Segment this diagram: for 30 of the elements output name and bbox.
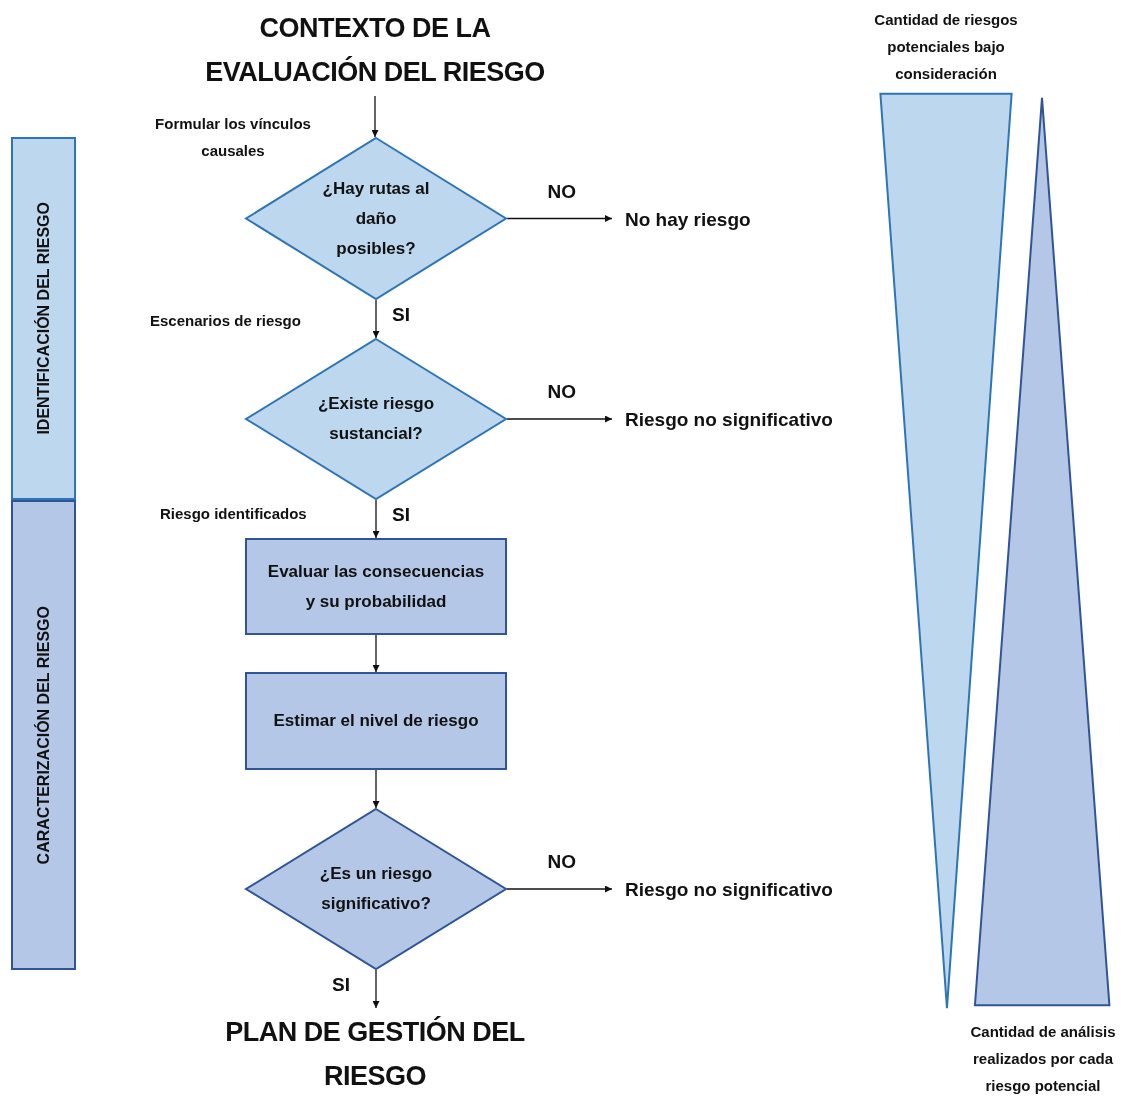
- phase-label: IDENTIFICACIÓN DEL RIESGO: [34, 202, 53, 435]
- phase-band: [11, 500, 76, 970]
- outcome-text: Riesgo no significativo: [625, 409, 833, 431]
- heading-text: CONTEXTO DE LA EVALUACIÓN DEL RIESGO: [204, 12, 546, 89]
- process-text: Evaluar las consecuencias y su probabilidad: [266, 560, 486, 613]
- process-text: Estimar el nivel de riesgo: [273, 710, 479, 732]
- arrow: [372, 969, 380, 1009]
- arrow: [372, 769, 380, 809]
- decision-text: ¿Existe riesgo sustancial?: [316, 393, 436, 445]
- wedge-caption: Cantidad de riesgos potenciales bajo consideración: [873, 10, 1019, 84]
- wedge-caption: Cantidad de análisis realizados por cada riesgo potencial: [969, 1022, 1117, 1096]
- decision-text: ¿Es un riesgo significativo?: [318, 863, 434, 915]
- arrow: [506, 215, 613, 222]
- phase-band: [11, 137, 76, 500]
- arrow: [372, 299, 380, 339]
- outcome-text: Riesgo no significativo: [625, 879, 833, 901]
- arrow: [372, 634, 380, 673]
- arrow: [372, 499, 380, 539]
- arrow: [371, 95, 379, 138]
- phase-label: CARACTERIZACIÓN DEL RIESGO: [34, 605, 53, 865]
- step-note: Riesgo identificados: [160, 504, 308, 524]
- step-note: Escenarios de riesgo: [150, 311, 302, 331]
- process-box: [245, 538, 507, 635]
- arrow: [506, 885, 613, 893]
- process-box: [245, 672, 507, 770]
- decision-text: ¿Hay rutas al daño posibles?: [321, 177, 431, 260]
- arrow: [506, 415, 613, 423]
- heading-text: PLAN DE GESTIÓN DEL RIESGO: [224, 1015, 526, 1093]
- outcome-text: No hay riesgo: [625, 209, 751, 231]
- step-note: Formular los vínculos causales: [154, 114, 312, 161]
